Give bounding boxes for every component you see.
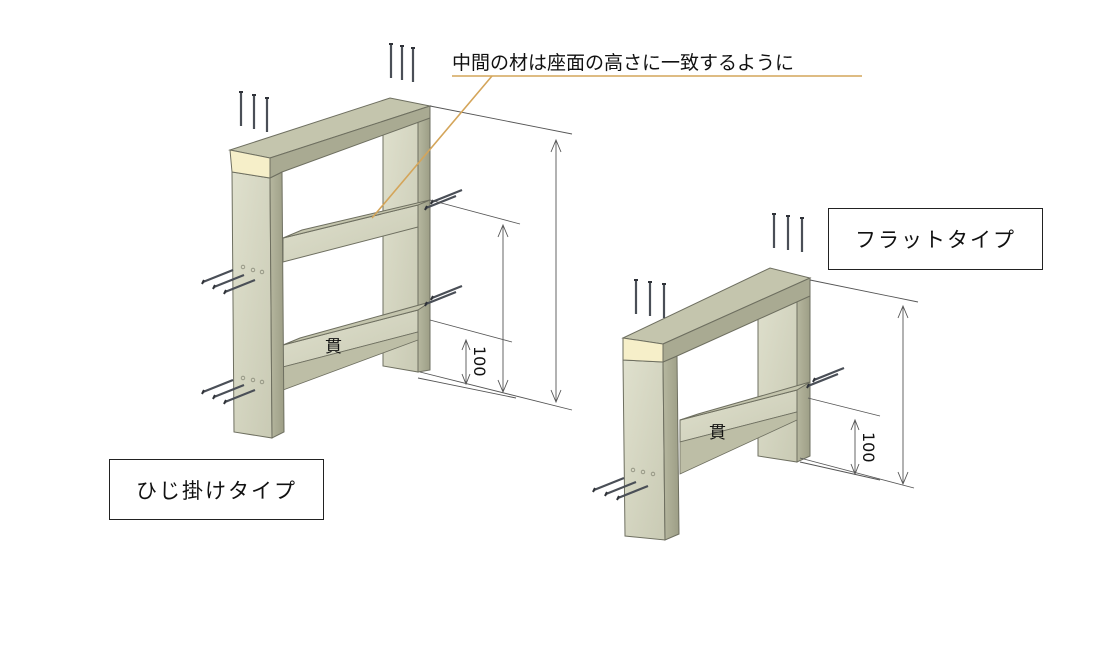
top-rail-right	[621, 267, 812, 363]
flat-type-label: フラットタイプ	[828, 208, 1043, 270]
top-rail-left	[228, 97, 432, 179]
screw-holes-left	[240, 264, 265, 385]
flat-type-bench: 貫 100	[591, 212, 919, 541]
dimension-lines-left	[417, 105, 573, 411]
dimension-100-right: 100	[859, 432, 878, 463]
callout-text: 中間の材は座面の高さに一致するように	[452, 52, 795, 74]
nuki-label-left: 貫	[325, 337, 342, 357]
callout-leader	[371, 75, 862, 219]
front-leg-left	[231, 171, 285, 439]
dimension-lines-right	[799, 279, 919, 489]
front-leg-right	[622, 355, 680, 541]
nuki-rail-right	[679, 381, 811, 475]
screw-holes-right	[630, 467, 656, 477]
armrest-type-bench: 貫 100	[200, 42, 573, 439]
armrest-type-label: ひじ掛けタイプ	[109, 459, 324, 520]
nuki-label-right: 貫	[709, 423, 726, 443]
dimension-100-left: 100	[470, 346, 489, 377]
